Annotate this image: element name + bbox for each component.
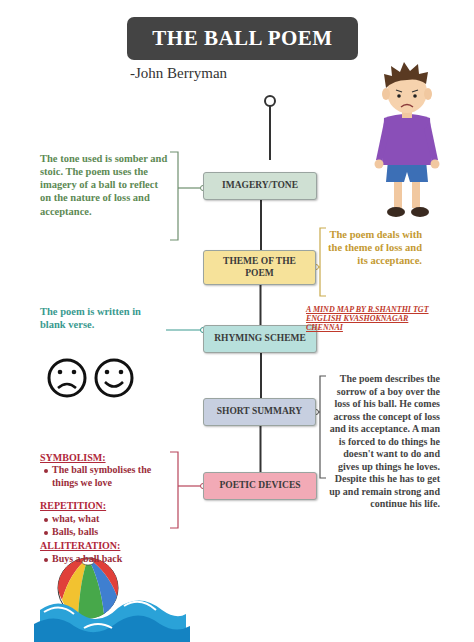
- happy-face: [96, 360, 132, 396]
- timeline-connector: [260, 353, 262, 398]
- timeline-connector: [260, 285, 262, 325]
- waves: [34, 600, 190, 642]
- bullet-dot: [44, 531, 48, 535]
- note-text: A MIND MAP BY R.SHANTHI TGT ENGLISH KVAS…: [306, 305, 446, 333]
- note-text: ALLITERATION:: [40, 540, 160, 553]
- bracket: [170, 152, 203, 240]
- bullet-dot: [44, 469, 48, 473]
- sad-boy-figure: [375, 62, 440, 217]
- topic-text: THEME OF THE POEM: [204, 253, 315, 282]
- note-text: Buys a ball back: [52, 553, 164, 566]
- bullet-dot: [44, 518, 48, 522]
- sad-face: [49, 360, 85, 396]
- topic-box: THEME OF THE POEM: [203, 250, 316, 285]
- topic-box: POETIC DEVICES: [203, 472, 317, 500]
- bracket: [316, 376, 326, 478]
- bracket: [316, 228, 326, 296]
- topic-box: SHORT SUMMARY: [203, 398, 316, 426]
- timeline-stem: [269, 106, 271, 160]
- bullet-dot: [44, 558, 48, 562]
- bracket: [170, 452, 203, 528]
- note-text: -John Berryman: [130, 64, 280, 83]
- note-text: The tone used is somber and stoic. The p…: [40, 152, 168, 218]
- topic-text: SHORT SUMMARY: [211, 403, 308, 420]
- note-text: Balls, balls: [52, 526, 164, 539]
- note-text: SYMBOLISM:: [40, 452, 160, 465]
- topic-text: POETIC DEVICES: [213, 477, 306, 494]
- note-text: REPETITION:: [40, 500, 160, 513]
- topic-text: RHYMING SCHEME: [208, 330, 312, 347]
- topic-box: RHYMING SCHEME: [203, 325, 317, 353]
- timeline-knob: [265, 96, 275, 106]
- timeline-connector: [260, 426, 262, 472]
- note-text: The poem describes the sorrow of a boy o…: [328, 373, 440, 511]
- title-text: THE BALL POEM: [127, 17, 358, 60]
- note-text: what, what: [52, 513, 164, 526]
- note-text: The poem is written in blank verse.: [40, 305, 164, 331]
- note-text: The ball symbolises the things we love: [52, 464, 164, 489]
- timeline-connector: [260, 200, 262, 250]
- topic-box: IMAGERY/TONE: [203, 172, 317, 200]
- note-text: The poem deals with the theme of loss an…: [328, 228, 422, 267]
- title-bar: [127, 17, 358, 60]
- bracket: [166, 329, 203, 330]
- topic-text: IMAGERY/TONE: [216, 177, 304, 194]
